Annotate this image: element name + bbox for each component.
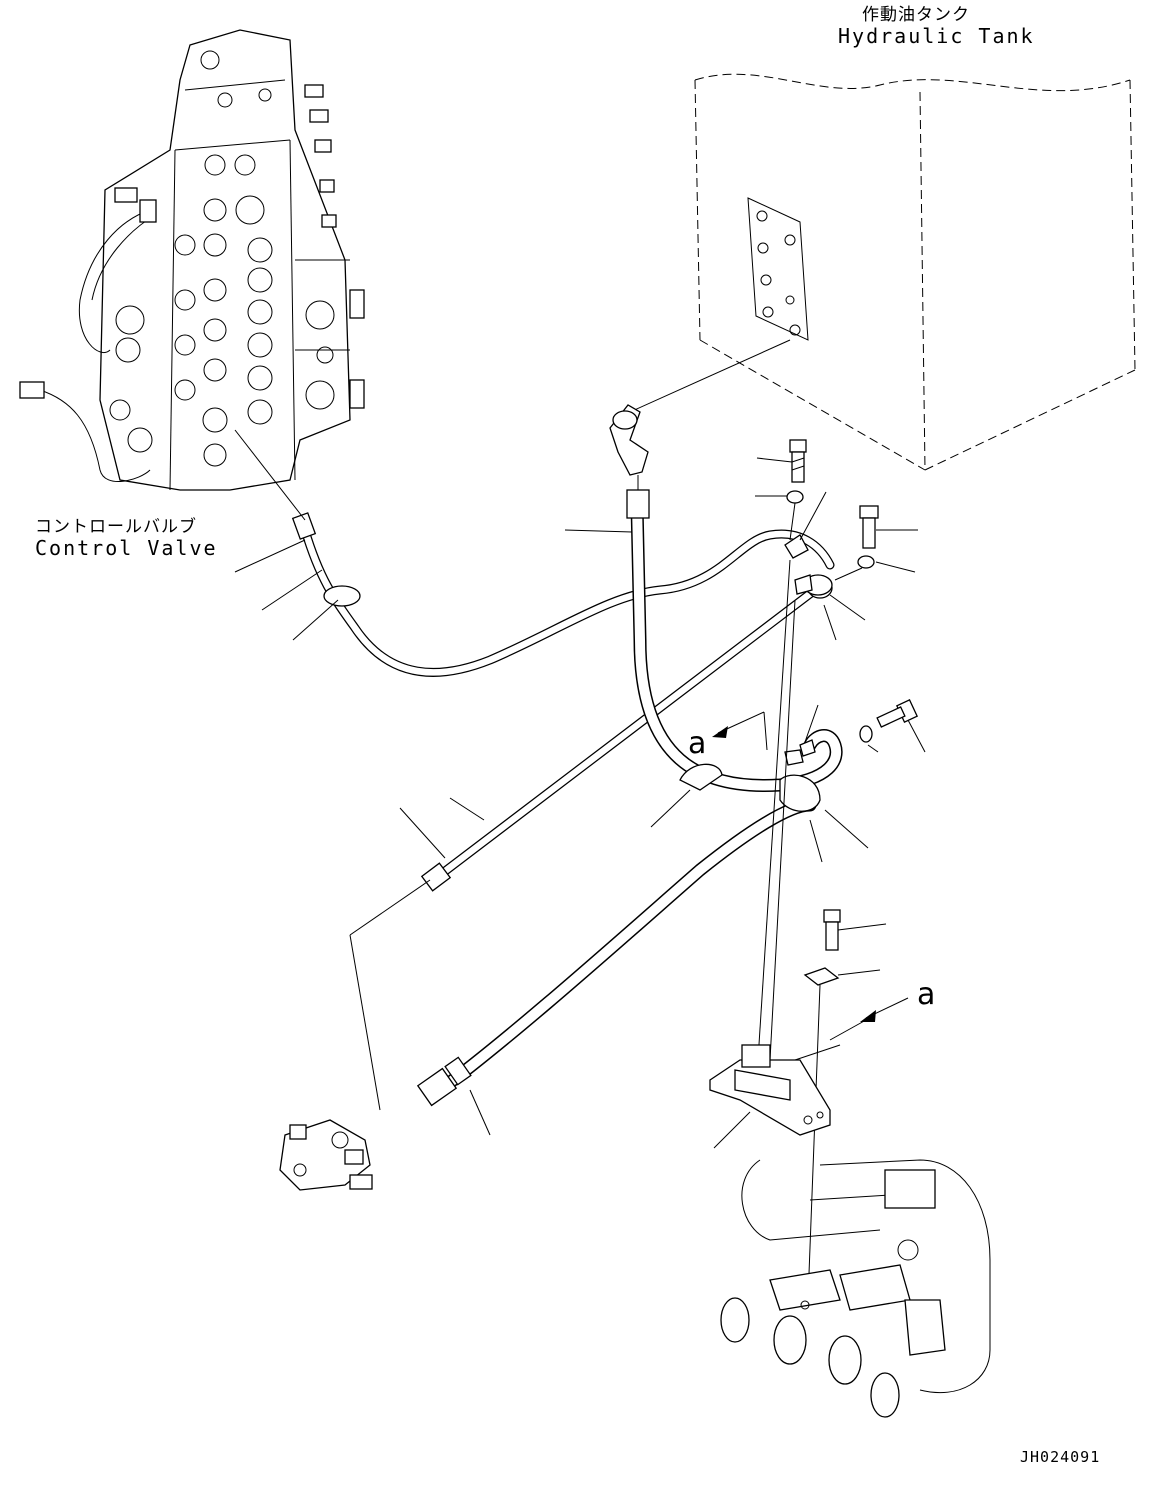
control-valve xyxy=(19,29,365,491)
view-arrow-lower-letter: a xyxy=(917,977,936,1012)
clamp-upper xyxy=(784,534,833,596)
drawing-code: JH024091 xyxy=(1020,1448,1101,1466)
band-clamp xyxy=(323,585,361,607)
bolt-middle xyxy=(859,699,919,743)
return-hose-vertical xyxy=(626,475,843,793)
harness-connector xyxy=(19,381,45,399)
hydraulic-tank-label-en: Hydraulic Tank xyxy=(838,24,1035,48)
pilot-hose-left xyxy=(234,429,835,677)
view-arrow-upper xyxy=(712,711,768,751)
view-arrow-lower xyxy=(829,997,909,1041)
view-arrow-upper-letter: a xyxy=(688,726,707,761)
control-valve-label-jp: コントロールバルブ xyxy=(35,517,197,537)
clamp-middle xyxy=(679,739,821,812)
hydraulic-tank-label-jp: 作動油タンク xyxy=(862,5,970,25)
hydraulic-tank xyxy=(694,73,1136,471)
bolt-lower xyxy=(803,909,841,1301)
tank-elbow-fitting xyxy=(609,339,791,476)
control-valve-label-en: Control Valve xyxy=(35,536,218,560)
mounting-bracket xyxy=(709,1044,831,1136)
valve-side-fittings xyxy=(304,84,365,409)
return-hose-lower xyxy=(416,798,817,1107)
solenoid-valve-block xyxy=(279,1119,373,1191)
bolt-upper xyxy=(786,439,807,541)
leader-lines xyxy=(234,457,926,1149)
valve-ports xyxy=(109,50,335,467)
bolt-right xyxy=(834,505,879,581)
pump-piping xyxy=(720,1159,991,1418)
